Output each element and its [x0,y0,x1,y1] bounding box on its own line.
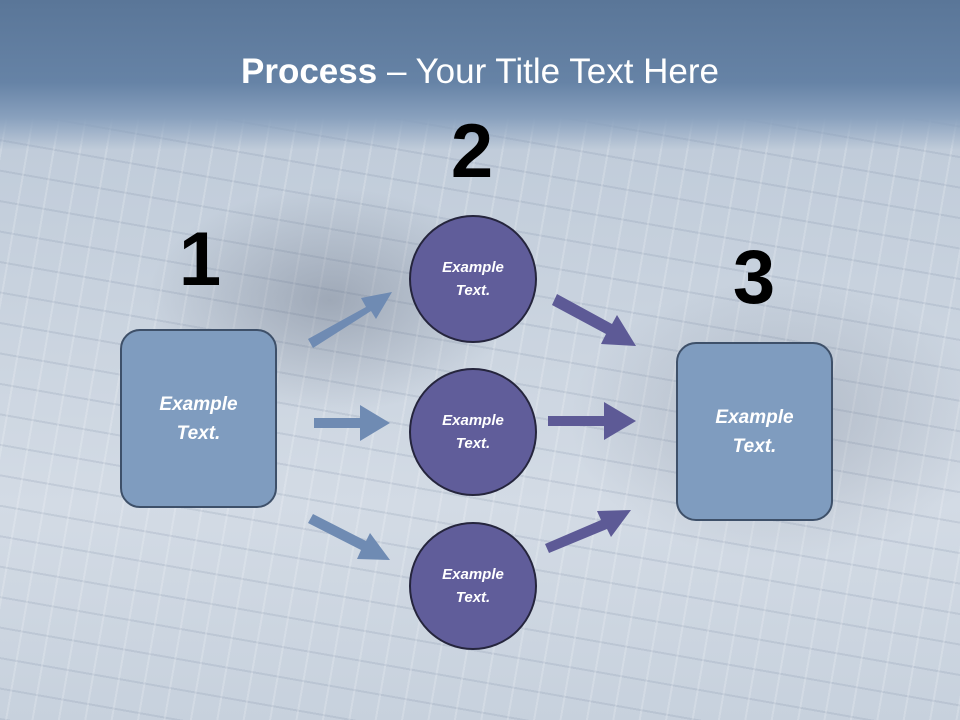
title-rest: – Your Title Text Here [377,52,719,91]
step-number-3: 3 [732,235,776,320]
arrow-bottom-to-3 [545,510,631,553]
slide-title: Process – Your Title Text Here [0,52,960,92]
step-number-2: 2 [450,109,494,194]
arrow-1-to-top [308,292,392,348]
step-number-1: 1 [178,217,222,302]
title-band [0,0,960,150]
step-3-box[interactable]: Example Text. [676,342,833,521]
step-1-box[interactable]: Example Text. [120,329,277,508]
title-bold: Process [241,52,378,91]
circle-middle[interactable]: Example Text. [409,368,537,496]
circle-bottom[interactable]: Example Text. [409,522,537,650]
circle-top[interactable]: Example Text. [409,215,537,343]
arrow-middle-to-3 [548,402,636,440]
arrow-top-to-3 [552,294,636,346]
arrow-1-to-middle [314,405,390,441]
arrow-1-to-bottom [308,514,390,560]
